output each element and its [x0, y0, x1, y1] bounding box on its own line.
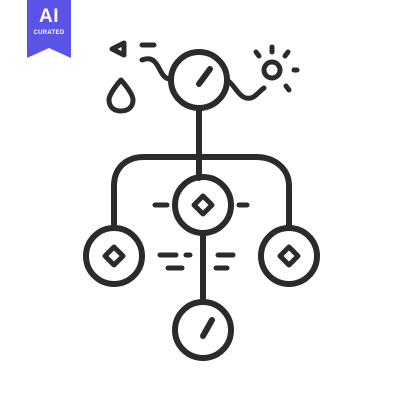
badge-subtitle: CURATED: [33, 30, 65, 36]
branch-arc-line: [111, 154, 292, 231]
left-arrow-icon: [109, 40, 127, 58]
left-diamond-node: [83, 225, 145, 287]
water-drop-icon: [106, 77, 136, 114]
wave-right-line: [224, 77, 267, 101]
bottom-gauge-icon: [172, 299, 234, 361]
dash-marks: [157, 252, 236, 271]
badge-ribbon-shape: [27, 0, 71, 58]
wave-left-line: [139, 56, 174, 82]
badge-title: AI: [39, 6, 59, 27]
top-gauge-icon: [168, 49, 230, 111]
right-diamond-node: [258, 225, 320, 287]
sun-icon: [253, 44, 300, 93]
middle-diamond-node: [152, 174, 250, 236]
